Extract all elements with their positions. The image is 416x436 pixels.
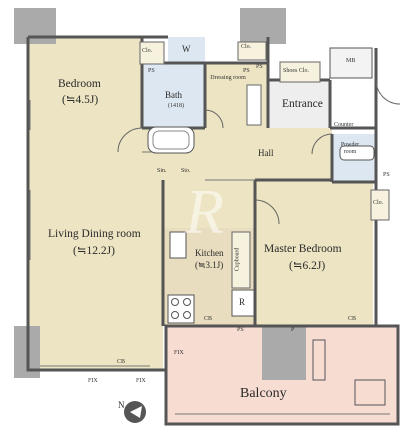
- entrance-name: Entrance: [282, 98, 323, 110]
- wash-closet: [237, 41, 267, 61]
- counter-label: Counter: [334, 122, 354, 128]
- master-bedroom-name: Master Bedroom: [264, 243, 342, 255]
- bedroom-closet: [139, 41, 165, 65]
- bath-name: Bath: [165, 90, 182, 100]
- mb-room: [329, 47, 373, 79]
- bedroom-floor: [28, 37, 142, 152]
- kitchen-sink: [169, 231, 187, 259]
- shoes-closet: [279, 61, 321, 83]
- powder-room-name: Powder room: [340, 142, 360, 155]
- refrigerator: [231, 289, 255, 317]
- ps-label-2: PS: [243, 68, 250, 74]
- column-top-left: [14, 8, 56, 44]
- master-closet: [370, 189, 390, 221]
- cb-label-2: CB: [204, 316, 213, 322]
- bath-size: (1418): [168, 103, 184, 109]
- hall-name: Hall: [258, 148, 274, 158]
- ps-label-5: PS: [237, 327, 244, 333]
- hall-floor-left: [163, 180, 255, 228]
- living-dining-floor: [28, 152, 163, 370]
- ps-label-1: PS: [148, 68, 155, 74]
- toilet-tank: [339, 145, 375, 161]
- fix-label-2: FIX: [136, 378, 146, 384]
- balcony-name: Balcony: [240, 386, 287, 401]
- ps-label-4: PS: [383, 172, 390, 178]
- cupboard: [231, 231, 251, 289]
- cooktop: [167, 294, 195, 324]
- shoes-clo-label: Shoes Clo.: [283, 68, 310, 74]
- clo-label-bedroom: Clo.: [142, 48, 153, 54]
- compass-arrow: [124, 401, 146, 423]
- bedroom-name: Bedroom: [58, 78, 101, 90]
- column-top-right: [240, 8, 286, 44]
- fix-label-1: FIX: [88, 378, 98, 384]
- p-label: P: [291, 327, 295, 333]
- fix-label-3: FIX: [174, 350, 184, 356]
- cupboard-label: Cupboard: [234, 247, 241, 272]
- ps-label-3: PS: [256, 64, 263, 70]
- column-bottom-center: [262, 326, 306, 380]
- dressing-room-name: Dressing room: [210, 75, 246, 81]
- living-dining-size: (≒12.2J): [73, 245, 115, 257]
- kitchen-size: (≒3.1J): [195, 260, 224, 270]
- burners: [171, 298, 191, 319]
- entrance-floor: [268, 80, 330, 128]
- sin-label: Sin.: [157, 168, 167, 174]
- sto-label: Sto.: [181, 168, 191, 174]
- cb-label-3: CB: [348, 316, 357, 322]
- cb-label-1: CB: [117, 359, 126, 365]
- washroom-floor: [168, 37, 205, 63]
- master-bedroom-size: (≒6.2J): [289, 260, 326, 272]
- watermark-logo: R: [185, 176, 225, 247]
- clo-label-wash: Clo.: [241, 44, 252, 50]
- kitchen-name: Kitchen: [195, 248, 224, 258]
- washer-label: W: [182, 44, 191, 54]
- mb-label: MB: [346, 58, 356, 64]
- bedroom-size: (≒4.5J): [62, 94, 99, 106]
- refrigerator-label: R: [239, 297, 246, 307]
- living-dining-name: Living Dining room: [48, 228, 141, 240]
- washbasin-counter: [246, 84, 262, 126]
- clo-label-master: Clo.: [373, 200, 384, 206]
- bathtub-inner: [152, 130, 190, 150]
- compass-north-label: N: [118, 400, 125, 410]
- bath-floor: [142, 63, 205, 128]
- bathtub: [147, 126, 195, 154]
- master-bedroom-floor: [255, 180, 373, 326]
